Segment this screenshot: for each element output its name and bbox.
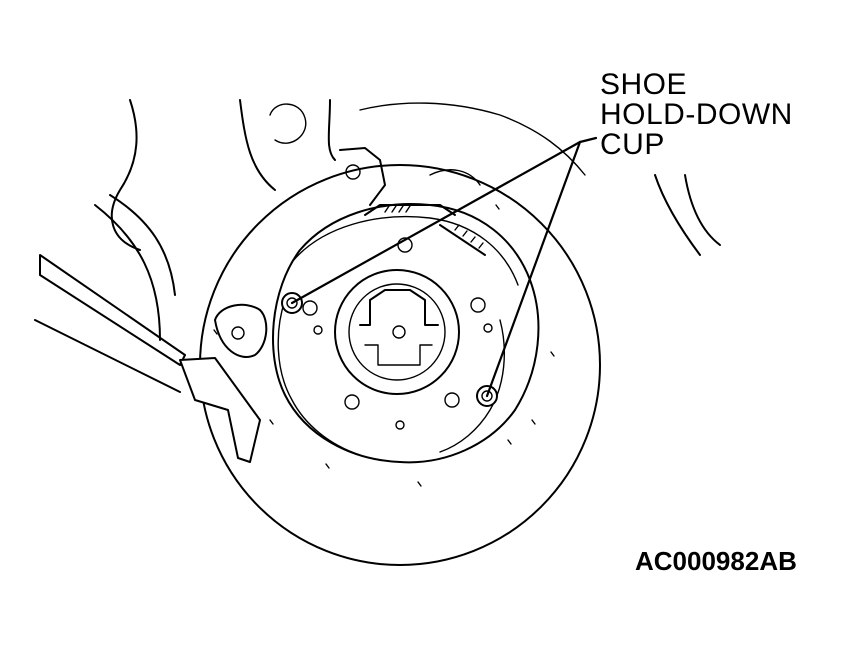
wheel-hub	[334, 269, 460, 395]
figure-code: AC000982AB	[635, 546, 797, 576]
suspension-outline	[110, 99, 721, 256]
rim-marks	[213, 204, 555, 487]
adjuster-mechanism	[364, 204, 486, 256]
knuckle-mount	[214, 147, 386, 358]
callout-line-3: CUP	[600, 128, 665, 161]
pry-tool	[34, 194, 261, 463]
callout-leader-lines	[290, 136, 598, 398]
bolt-holes	[302, 237, 493, 430]
shoe-hold-down-cup-label: SHOE HOLD-DOWN CUP	[600, 70, 793, 160]
callout-line-1: SHOE	[600, 68, 688, 101]
callout-line-2: HOLD-DOWN	[600, 98, 793, 131]
brake-shoe-assembly	[272, 203, 540, 464]
